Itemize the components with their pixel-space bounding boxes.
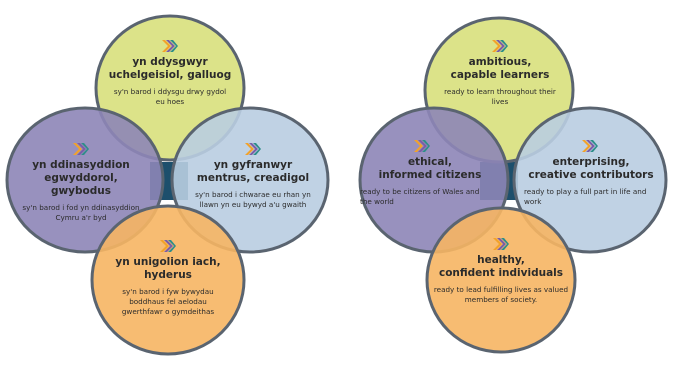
chevron-logo-icon [582, 140, 598, 152]
left-petal-title-line2: informed citizens [378, 169, 482, 181]
left-petal-sub-line1: ready to be citizens of Wales and [360, 187, 480, 196]
welsh-petals [5, 14, 330, 356]
top-petal-text: ambitious, capable learners ready to lea… [435, 40, 565, 107]
right-petal-title-line2: creative contributors [528, 169, 654, 181]
right-petal [512, 106, 668, 254]
bottom-petal-text: healthy, confident individuals ready to … [431, 238, 571, 305]
right-petal-subtitle: sy'n barod i chwarae eu rhan yn llawn yn… [186, 190, 320, 210]
bottom-petal-sub-line2: boddhaus fel aelodau [129, 297, 207, 306]
left-petal-sub-line2: Cymru a'r byd [55, 213, 107, 222]
top-petal-title-line1: yn ddysgwyr [132, 56, 208, 68]
bottom-petal [90, 204, 246, 356]
top-petal-sub-line1: ready to learn throughout their [444, 87, 556, 96]
right-petal-sub-line1: sy'n barod i chwarae eu rhan yn [195, 190, 311, 199]
right-petal-title-line1: yn gyfranwyr [213, 159, 293, 171]
bottom-petal [425, 206, 577, 354]
bottom-petal-title-line2: hyderus [144, 269, 192, 281]
left-petal-title-line2: egwyddorol, gwybodus [44, 172, 118, 197]
bottom-petal-subtitle: ready to lead fulfilling lives as valued… [431, 285, 571, 305]
top-petal-sub-line2: lives [491, 97, 509, 106]
left-petal-subtitle: sy'n barod i fod yn ddinasyddion Cymru a… [14, 203, 148, 223]
bottom-petal-title-line1: healthy, [477, 254, 525, 266]
chevron-logo-icon [492, 40, 508, 52]
top-petal-sub-line1: sy'n barod i ddysgu drwy gydol [113, 87, 227, 96]
top-petal-title-line2: capable learners [450, 69, 550, 81]
right-petal-subtitle: ready to play a full part in life and wo… [524, 187, 658, 207]
left-petal [5, 106, 165, 254]
chevron-logo-icon [245, 143, 261, 155]
right-petal-text: enterprising, creative contributors read… [524, 140, 658, 207]
top-petal-title-line2: uchelgeisiol, galluog [108, 69, 232, 81]
right-petal-title-line1: enterprising, [552, 156, 630, 168]
bottom-petal-text: yn unigolion iach, hyderus sy'n barod i … [101, 240, 235, 317]
left-petal-sub-line2: the world [360, 197, 394, 206]
left-petal-text: yn ddinasyddion egwyddorol, gwybodus sy'… [14, 143, 148, 223]
right-petal-sub-line1: ready to play a full part in life and [524, 187, 647, 196]
left-petal-title-line1: ethical, [407, 156, 453, 168]
top-petal-title-line1: ambitious, [468, 56, 532, 68]
top-petal-subtitle: ready to learn throughout their lives [435, 87, 565, 107]
bottom-petal-sub-line2: members of society. [464, 295, 538, 304]
left-petal-text: ethical, informed citizens ready to be c… [360, 140, 500, 207]
bottom-petal-title-line1: yn unigolion iach, [115, 256, 221, 268]
chevron-logo-icon [73, 143, 89, 155]
bottom-petal-sub-line3: gwerthfawr o gymdeithas [121, 307, 215, 316]
top-petal-subtitle: sy'n barod i ddysgu drwy gydol eu hoes [103, 87, 237, 107]
english-four-purposes-diagram: ambitious, capable learners ready to lea… [338, 0, 675, 370]
right-petal-title-line2: mentrus, creadigol [196, 172, 310, 184]
chevron-logo-icon [162, 40, 178, 52]
right-petal-text: yn gyfranwyr mentrus, creadigol sy'n bar… [186, 143, 320, 210]
chevron-logo-icon [493, 238, 509, 250]
right-petal-sub-line2: work [524, 197, 542, 206]
english-petals [358, 16, 668, 354]
left-petal-title-line1: yn ddinasyddion [32, 159, 130, 171]
bottom-petal-sub-line1: ready to lead fulfilling lives as valued [433, 285, 569, 294]
bottom-petal-subtitle: sy'n barod i fyw bywydau boddhaus fel ae… [101, 287, 235, 317]
chevron-logo-icon [160, 240, 176, 252]
right-petal [170, 106, 330, 254]
chevron-logo-icon [414, 140, 430, 152]
top-petal-text: yn ddysgwyr uchelgeisiol, galluog sy'n b… [103, 40, 237, 107]
left-petal-subtitle: ready to be citizens of Wales and the wo… [360, 187, 500, 207]
left-petal-sub-line1: sy'n barod i fod yn ddinasyddion [22, 203, 140, 212]
top-petal-sub-line2: eu hoes [155, 97, 185, 106]
bottom-petal-sub-line1: sy'n barod i fyw bywydau [122, 287, 214, 296]
welsh-four-purposes-diagram: yn ddysgwyr uchelgeisiol, galluog sy'n b… [0, 0, 337, 370]
right-petal-sub-line2: llawn yn eu bywyd a'u gwaith [199, 200, 307, 209]
bottom-petal-title-line2: confident individuals [438, 267, 564, 279]
